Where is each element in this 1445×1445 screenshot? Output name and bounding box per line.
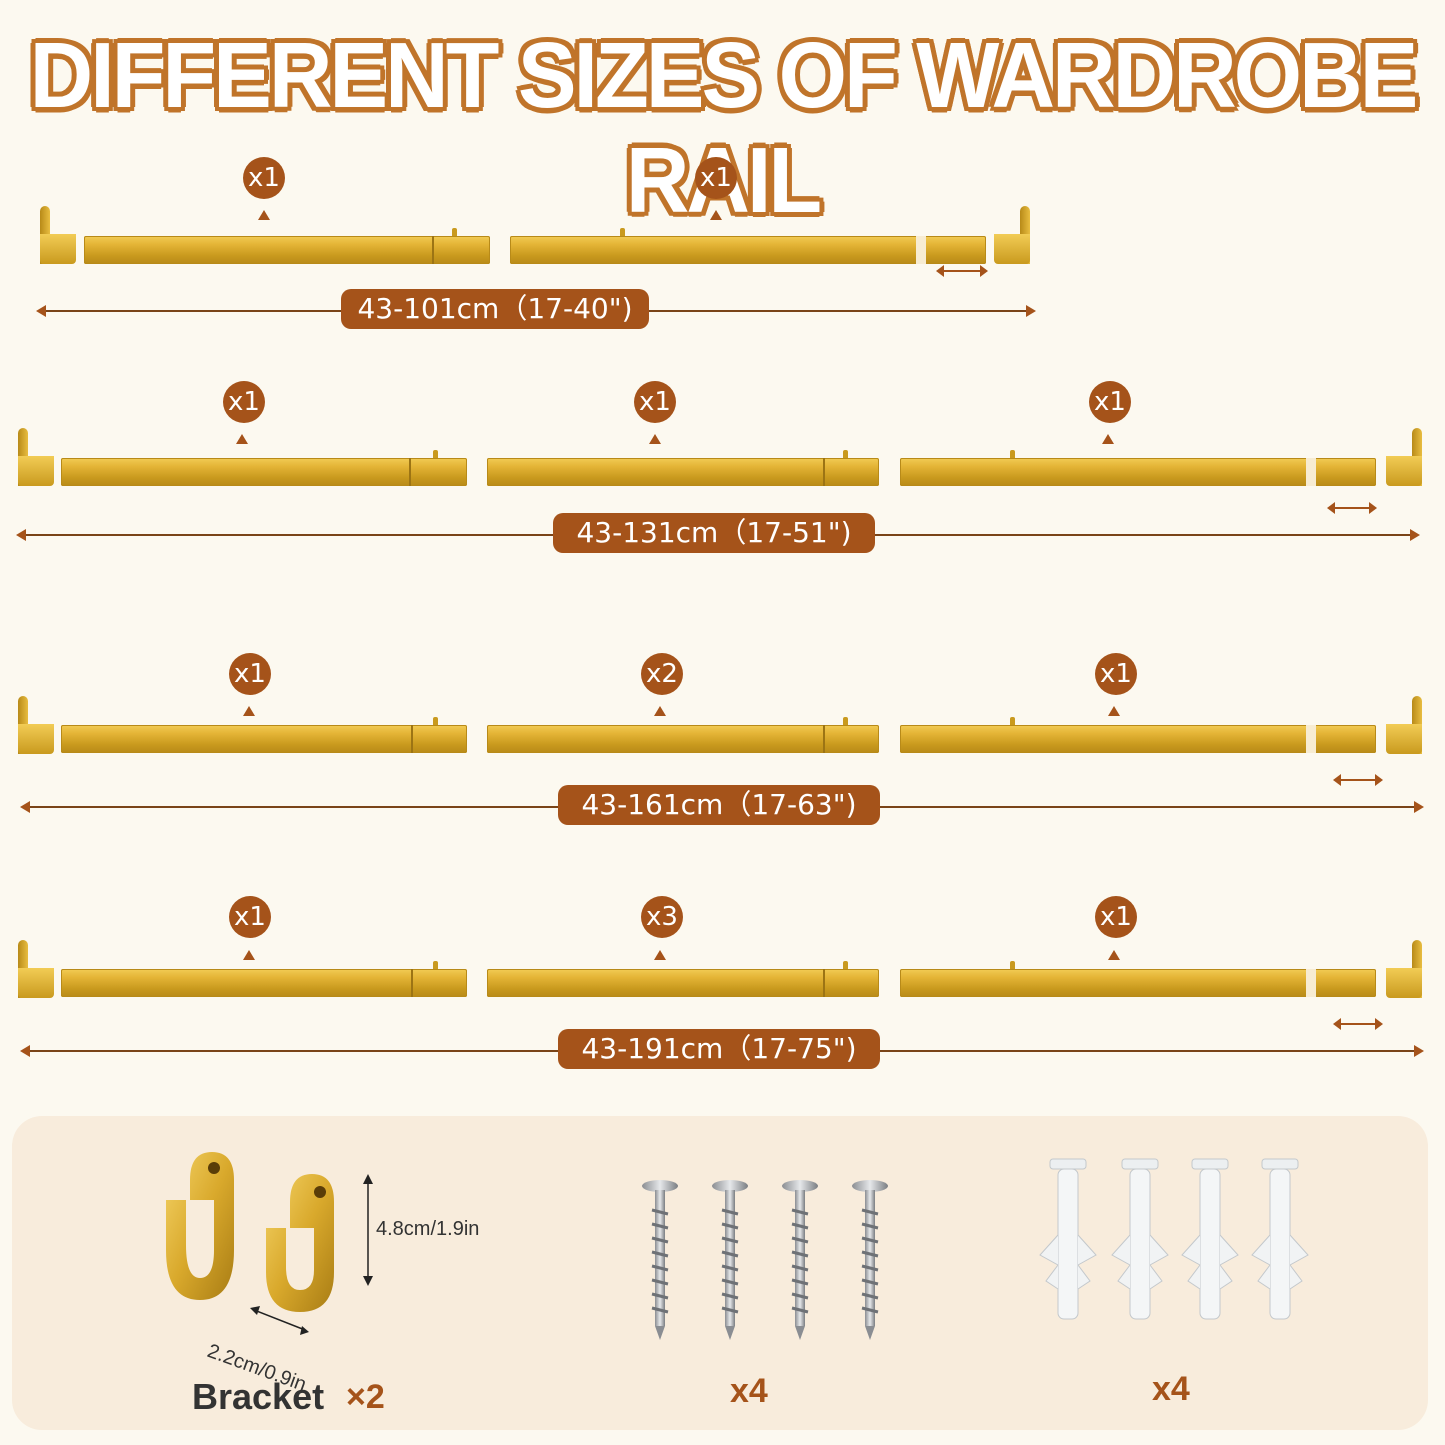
pointer-icon [1108, 950, 1120, 960]
pointer-icon [258, 210, 270, 220]
bracket-quantity: ×2 [346, 1378, 385, 1416]
bracket-right [1386, 940, 1422, 998]
dimension-label: 43-161cm（17-63") [558, 785, 880, 825]
rail-segment [61, 961, 467, 997]
quantity-badge: x1 [1095, 653, 1137, 695]
screws-illustration [642, 1180, 888, 1340]
dimension-label: 43-131cm（17-51") [553, 513, 875, 553]
adjust-arrow-icon [936, 265, 988, 277]
quantity-badge: x1 [1089, 381, 1131, 423]
pointer-icon [236, 434, 248, 444]
pointer-icon [654, 950, 666, 960]
pointer-icon [654, 706, 666, 716]
wall-anchor-icon [1111, 1158, 1169, 1320]
bracket-right [994, 206, 1030, 264]
screw-icon [712, 1180, 748, 1340]
quantity-badge: x1 [634, 381, 676, 423]
rail-segment [84, 228, 490, 264]
screws-quantity: x4 [730, 1372, 768, 1410]
quantity-badge: x1 [229, 896, 271, 938]
bracket-part [166, 1152, 234, 1300]
rail-segment [900, 961, 1376, 997]
dimension-label: 43-191cm（17-75") [558, 1029, 880, 1069]
bracket-label: Bracket [192, 1376, 325, 1417]
rail-segment [487, 717, 879, 753]
anchors-illustration [1039, 1158, 1309, 1320]
adjust-arrow-icon [1333, 1018, 1383, 1030]
pointer-icon [1108, 706, 1120, 716]
anchors-quantity: x4 [1152, 1370, 1190, 1408]
screw-icon [782, 1180, 818, 1340]
bracket-illustration [166, 1152, 373, 1335]
quantity-badge: x3 [641, 896, 683, 938]
bracket-height-label: 4.8cm/1.9in [376, 1218, 480, 1240]
pointer-icon [710, 210, 722, 220]
wall-anchor-icon [1181, 1158, 1239, 1320]
bracket-left [18, 696, 54, 754]
rail-segment [487, 450, 879, 486]
rail-segment [61, 450, 467, 486]
quantity-badge: x1 [1095, 896, 1137, 938]
screw-icon [852, 1180, 888, 1340]
rail-segment [900, 717, 1376, 753]
pointer-icon [649, 434, 661, 444]
quantity-badge: x1 [223, 381, 265, 423]
wall-anchor-icon [1039, 1158, 1097, 1320]
rail-segment [900, 450, 1376, 486]
bracket-left [18, 940, 54, 998]
bracket-left [40, 206, 76, 264]
adjust-arrow-icon [1327, 502, 1377, 514]
rail-segment [487, 961, 879, 997]
wall-anchor-icon [1251, 1158, 1309, 1320]
bracket-right [1386, 428, 1422, 486]
rail-segment [61, 717, 467, 753]
pointer-icon [243, 706, 255, 716]
accessories-panel [12, 1116, 1428, 1430]
quantity-badge: x1 [243, 157, 285, 199]
dimension-label: 43-101cm（17-40") [341, 289, 649, 329]
screw-icon [642, 1180, 678, 1340]
quantity-badge: x1 [229, 653, 271, 695]
bracket-part [266, 1174, 334, 1312]
quantity-badge: x1 [695, 157, 737, 199]
page-title: DIFFERENT SIZES OF WARDROBE RAIL [29, 23, 1419, 232]
pointer-icon [1102, 434, 1114, 444]
bracket-left [18, 428, 54, 486]
bracket-right [1386, 696, 1422, 754]
rail-segment [510, 228, 986, 264]
pointer-icon [243, 950, 255, 960]
adjust-arrow-icon [1333, 774, 1383, 786]
quantity-badge: x2 [641, 653, 683, 695]
